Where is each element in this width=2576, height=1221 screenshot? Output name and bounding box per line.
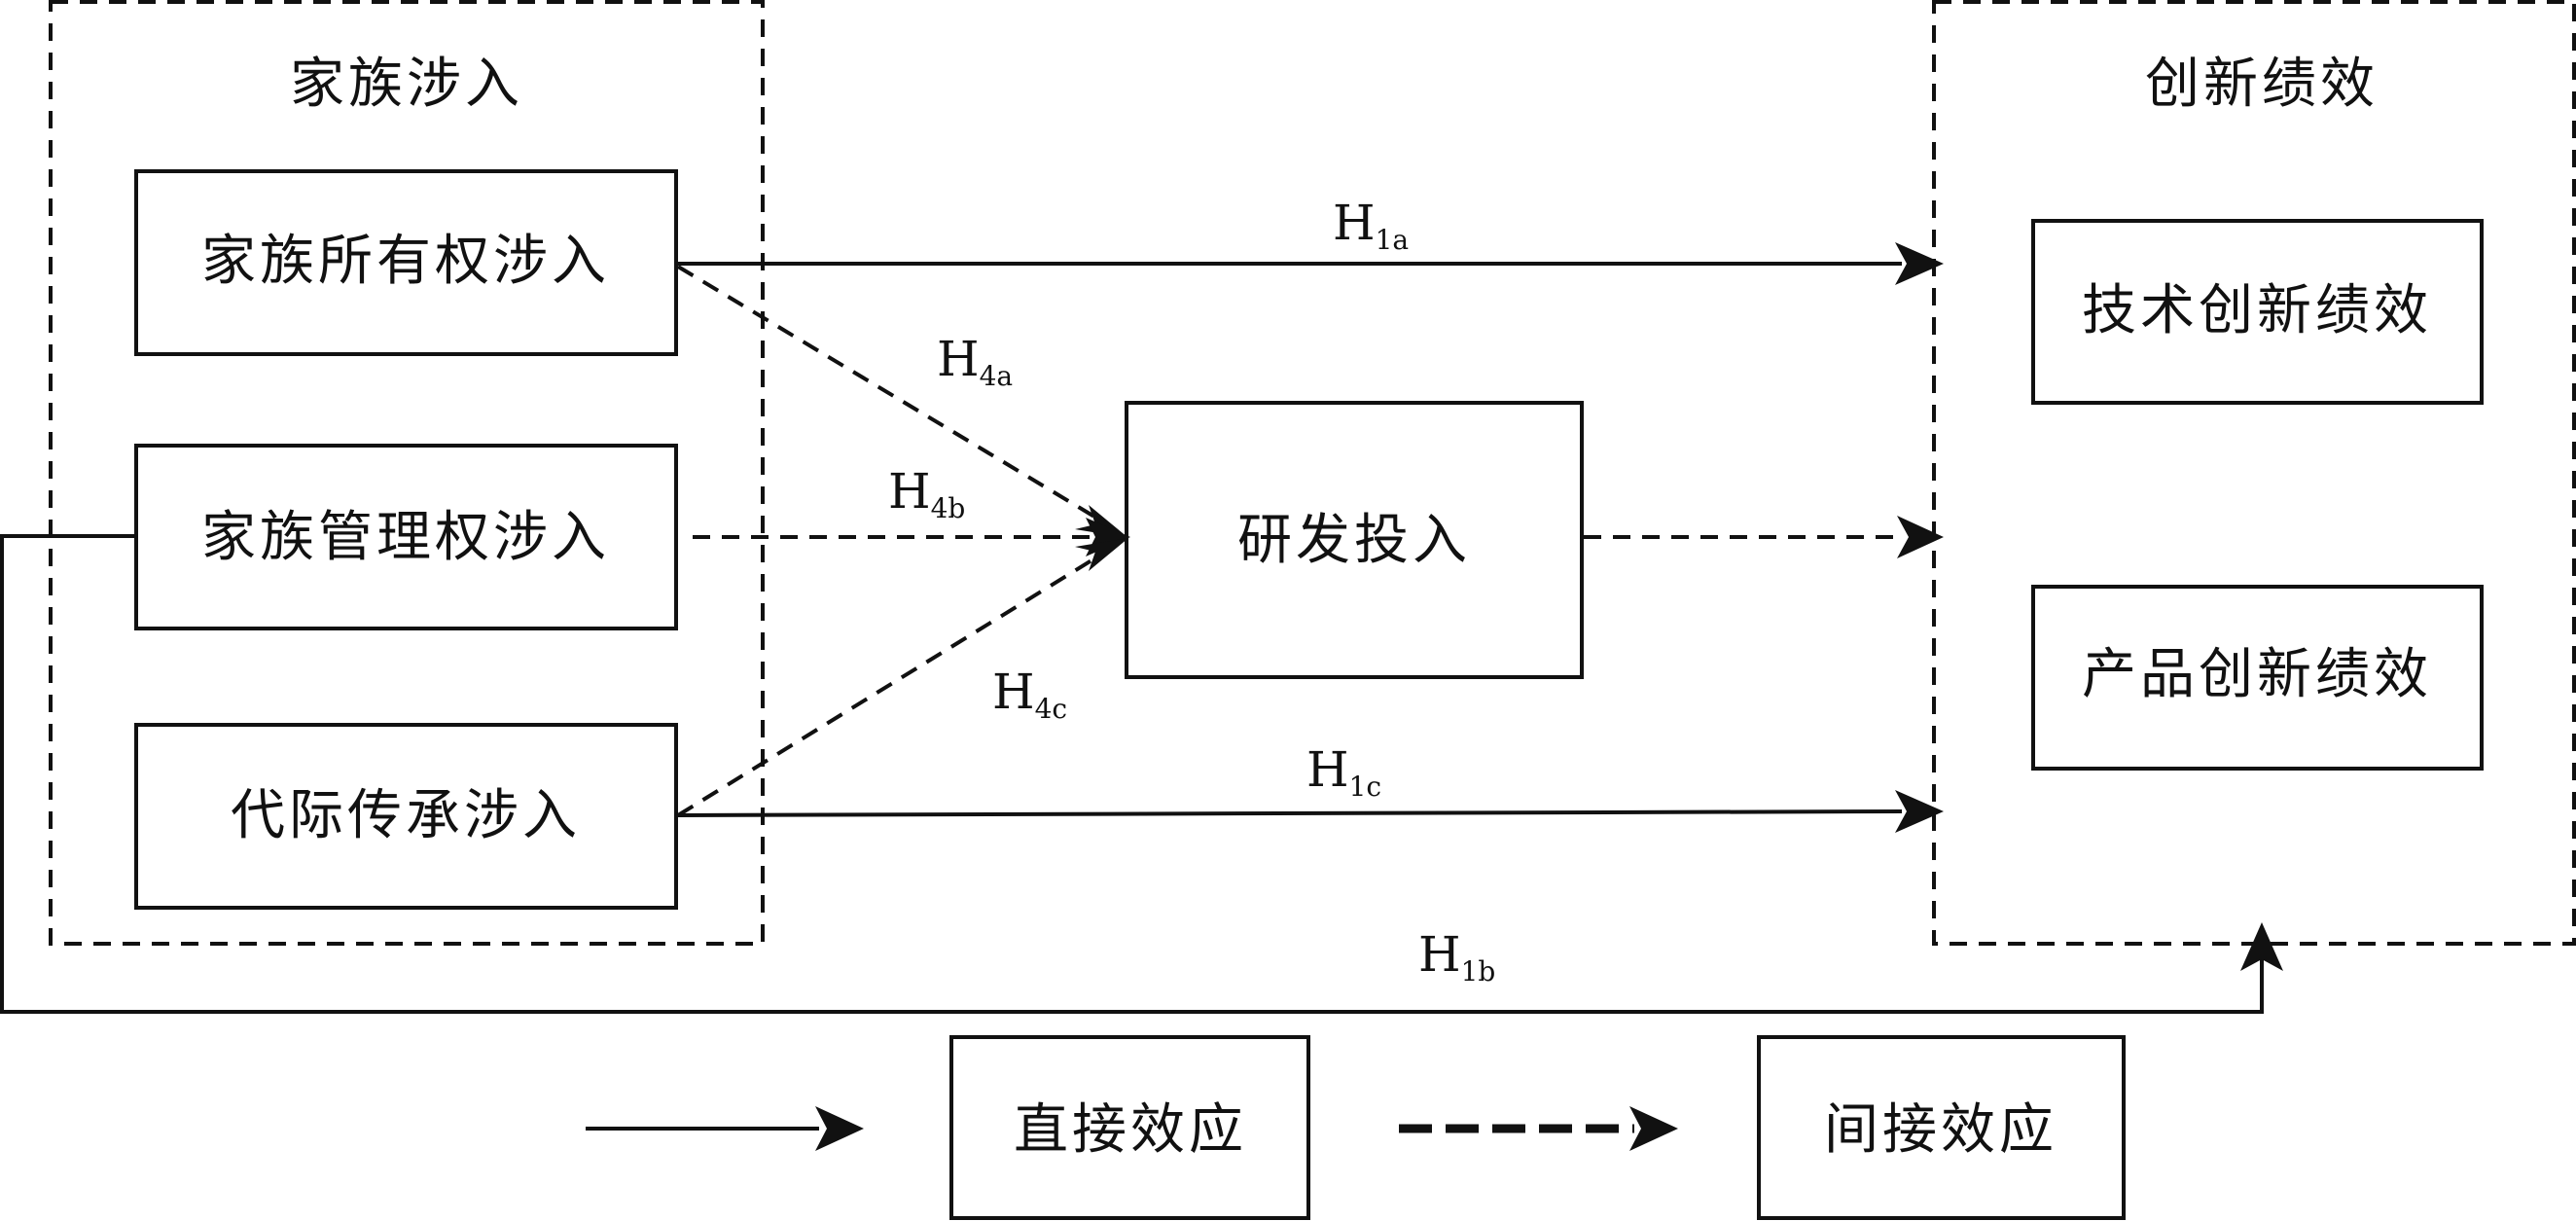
edge-rd-to-innovation-arrowhead bbox=[1897, 516, 1944, 558]
edge-h1a-arrowhead bbox=[1895, 242, 1944, 285]
node-tech: 技术创新绩效 bbox=[2031, 219, 2484, 405]
node-product-label: 产品创新绩效 bbox=[2082, 643, 2432, 706]
node-succession: 代际传承涉入 bbox=[134, 723, 678, 910]
edge-h1c-arrowhead bbox=[1895, 790, 1944, 833]
innovation-performance-group bbox=[1932, 0, 2576, 946]
edge-h1a-label: H1a bbox=[1333, 195, 1409, 256]
edge-h1b-label: H1b bbox=[1418, 926, 1495, 988]
edge-h4c-label: H4c bbox=[992, 664, 1067, 725]
legend-direct-box bbox=[949, 1035, 1310, 1220]
legend-indirect-box bbox=[1757, 1035, 2126, 1220]
family-involvement-title: 家族涉入 bbox=[290, 53, 523, 116]
edge-h4c bbox=[676, 548, 1111, 817]
edge-h1c bbox=[677, 809, 1903, 817]
node-succession-label: 代际传承涉入 bbox=[231, 784, 581, 847]
legend-direct-label: 直接效应 bbox=[1014, 1098, 1247, 1162]
node-rd: 研发投入 bbox=[1125, 401, 1584, 679]
legend-direct-arrowhead bbox=[815, 1106, 864, 1151]
node-tech-label: 技术创新绩效 bbox=[2082, 279, 2432, 342]
edge-h1b-arrowhead bbox=[2240, 922, 2283, 971]
legend-indirect-arrowhead bbox=[1629, 1106, 1678, 1151]
node-management: 家族管理权涉入 bbox=[134, 444, 678, 630]
node-product: 产品创新绩效 bbox=[2031, 585, 2484, 771]
edge-h4a-label: H4a bbox=[937, 331, 1013, 392]
edge-h1b bbox=[0, 534, 2264, 1014]
node-ownership-label: 家族所有权涉入 bbox=[201, 230, 610, 293]
edge-h1c-label: H1c bbox=[1306, 741, 1381, 803]
edge-h4a bbox=[676, 265, 1111, 527]
node-management-label: 家族管理权涉入 bbox=[201, 506, 610, 569]
legend-indirect-label: 间接效应 bbox=[1824, 1098, 2057, 1162]
edge-h4c-arrowhead bbox=[1075, 538, 1128, 571]
node-rd-label: 研发投入 bbox=[1237, 509, 1471, 572]
innovation-performance-title: 创新绩效 bbox=[2145, 53, 2379, 116]
family-involvement-group bbox=[49, 0, 765, 946]
legend: 直接效应 间接效应 bbox=[586, 1035, 2126, 1220]
edge-h4a-arrowhead bbox=[1075, 505, 1128, 538]
edge-h4b-label: H4b bbox=[888, 463, 965, 524]
node-ownership: 家族所有权涉入 bbox=[134, 169, 678, 356]
